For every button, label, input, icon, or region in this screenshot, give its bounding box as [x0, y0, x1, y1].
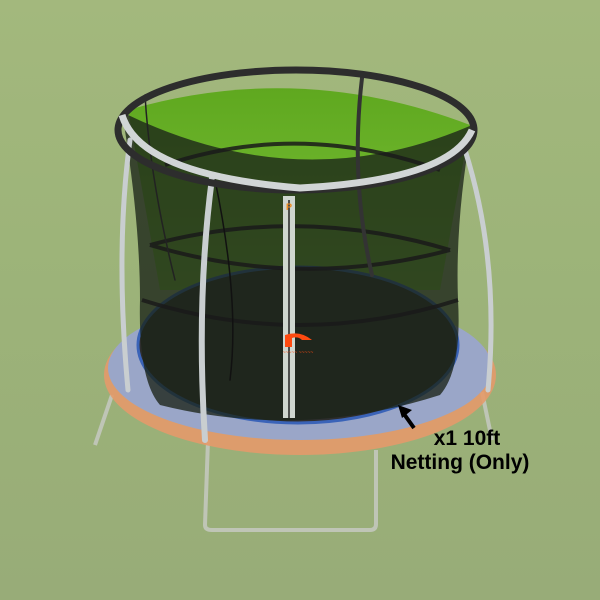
- enclosure-poles: [119, 76, 494, 443]
- product-caption: x1 10ft Netting (Only): [372, 427, 562, 475]
- svg-text:~~~~~ ~~~~~: ~~~~~ ~~~~~: [283, 350, 314, 356]
- brand-logo: ~~~~~ ~~~~~: [283, 333, 314, 356]
- door-zipper: P: [283, 196, 295, 418]
- caption-netting-only: Netting (Only): [390, 451, 530, 474]
- caption-quantity-size: x1 10ft: [433, 427, 501, 450]
- net-rings: [141, 141, 459, 327]
- svg-text:P: P: [286, 202, 292, 212]
- arrow-up-left-icon: [398, 405, 416, 430]
